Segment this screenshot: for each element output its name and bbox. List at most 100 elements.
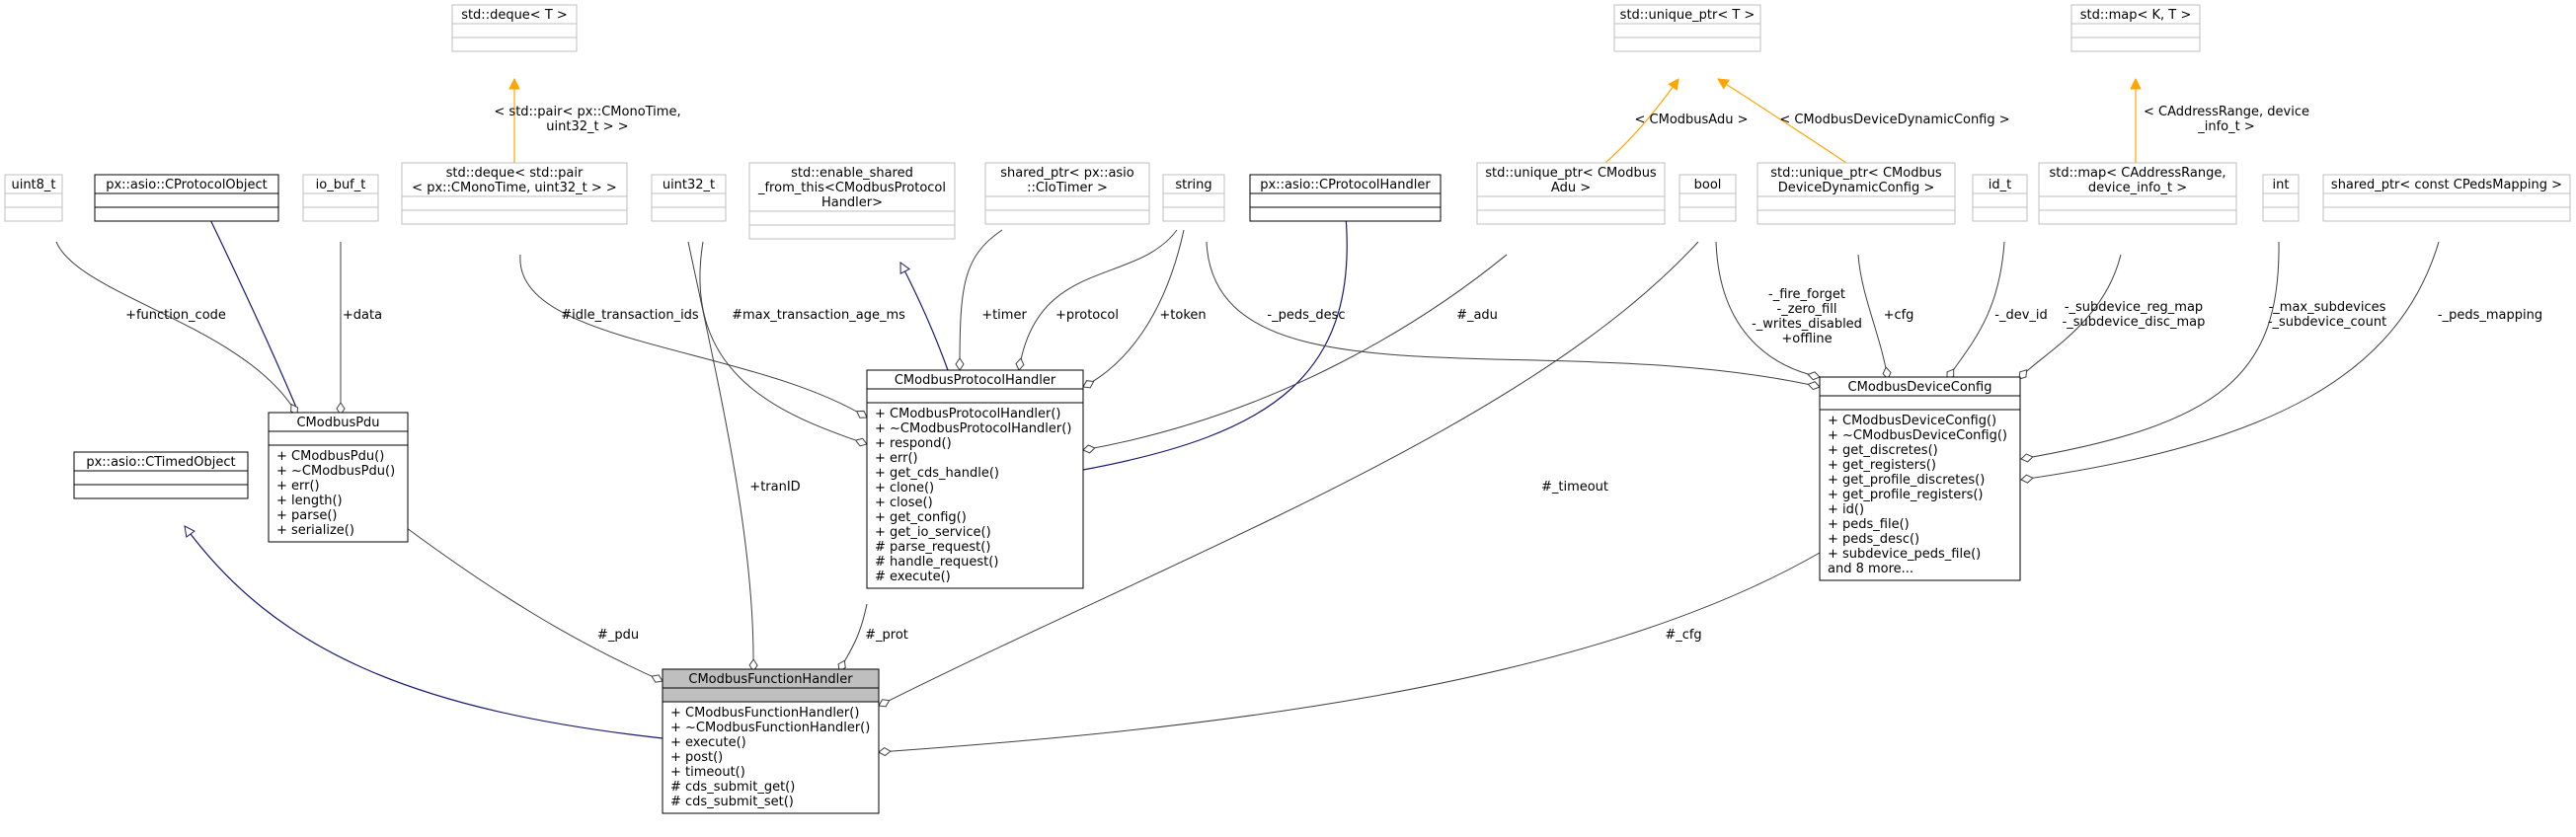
edge-assoc-timer <box>955 229 1003 371</box>
class-node-cmodbusprotocolhandler[interactable]: CModbusProtocolHandler+ CModbusProtocolH… <box>866 369 1084 589</box>
node-operations-box <box>94 206 279 222</box>
class-node-map-range[interactable]: std::map< CAddressRange,device_info_t > <box>2038 162 2237 225</box>
edge-template-unique-cfg <box>1718 79 1847 164</box>
node-operations-box <box>4 206 63 222</box>
class-node-cmodbusdeviceconfig[interactable]: CModbusDeviceConfig+ CModbusDeviceConfig… <box>1819 376 2021 581</box>
edge-assoc-max-subdevices <box>2020 241 2280 463</box>
label-bool-fields: -_fire_forget-_zero_fill-_writes_disable… <box>1752 287 1862 346</box>
node-operations-box <box>2038 209 2237 225</box>
node-attributes-box <box>268 430 409 446</box>
label-pdu: #_pdu <box>597 628 639 643</box>
node-operations-box <box>1678 206 1737 222</box>
node-attributes-box <box>302 192 379 208</box>
edge-assoc-cfg2 <box>878 552 1821 757</box>
node-title: bool <box>1694 178 1722 192</box>
node-attributes-box <box>651 192 727 208</box>
node-operations-box <box>866 402 1084 589</box>
label-peds-desc: -_peds_desc <box>1267 308 1345 323</box>
label-prot: #_prot <box>865 628 908 643</box>
node-title: px::asio::CTimedObject <box>86 455 235 470</box>
class-node-uint8-t[interactable]: uint8_t <box>4 174 63 222</box>
class-node-enable-shared[interactable]: std::enable_shared_from_this<CModbusProt… <box>748 162 956 240</box>
node-title: int <box>2273 178 2290 192</box>
class-node-std-map-kt[interactable]: std::map< K, T > <box>2070 4 2201 52</box>
label-dev-id: -_dev_id <box>1994 308 2048 323</box>
node-title: std::deque< T > <box>461 8 568 23</box>
node-operations-box <box>1613 37 1761 52</box>
node-operations-box <box>1756 209 1956 225</box>
edge-assoc-peds-mapping <box>2020 241 2440 484</box>
node-attributes-box <box>2038 195 2237 211</box>
node-operations-box <box>984 209 1150 225</box>
node-attributes-box <box>401 195 628 211</box>
node-operations-box <box>302 206 379 222</box>
node-attributes-box <box>1756 195 1956 211</box>
node-title-box <box>1756 162 1956 197</box>
edge-assoc-peds-desc <box>1206 241 1821 391</box>
class-node-std-deque-t[interactable]: std::deque< T > <box>451 4 578 52</box>
node-attributes-box <box>451 23 578 38</box>
class-node-uint32-t[interactable]: uint32_t <box>651 174 727 222</box>
node-attributes-box <box>984 195 1150 211</box>
node-operations-box <box>73 484 249 499</box>
class-node-cmodbusfunctionhandler[interactable]: CModbusFunctionHandler+ CModbusFunctionH… <box>662 668 880 814</box>
class-node-int[interactable]: int <box>2262 174 2300 222</box>
node-title-box <box>401 162 628 197</box>
node-operations: + CModbusPdu()+ ~CModbusPdu()+ err()+ le… <box>276 449 395 538</box>
node-title: px::asio::CProtocolObject <box>106 178 268 192</box>
class-node-id-t[interactable]: id_t <box>1972 174 2028 222</box>
node-title: std::unique_ptr< T > <box>1620 8 1756 23</box>
label-adu: #_adu <box>1456 308 1498 323</box>
node-attributes-box <box>1678 192 1737 208</box>
node-attributes-box <box>1972 192 2028 208</box>
class-node-io-buf-t[interactable]: io_buf_t <box>302 174 379 222</box>
node-attributes-box <box>4 192 63 208</box>
node-title-box <box>2038 162 2237 197</box>
node-title: io_buf_t <box>316 178 366 192</box>
node-attributes-box <box>2262 192 2300 208</box>
node-title: std::enable_shared_from_this<CModbusProt… <box>757 166 946 210</box>
edge-assoc-timeout <box>878 241 1699 708</box>
node-title: uint32_t <box>663 178 715 192</box>
class-node-px-ctimedobject[interactable]: px::asio::CTimedObject <box>73 451 249 499</box>
class-node-std-unique-ptr-t[interactable]: std::unique_ptr< T > <box>1613 4 1761 52</box>
node-title: uint8_t <box>11 178 55 192</box>
class-node-cmodbuspdu[interactable]: CModbusPdu+ CModbusPdu()+ ~CModbusPdu()+… <box>268 412 409 543</box>
node-attributes-box <box>1819 395 2021 411</box>
label-deque-template: < std::pair< px::CMonoTime,uint32_t > > <box>494 105 680 134</box>
class-node-px-cprotocolobject[interactable]: px::asio::CProtocolObject <box>94 174 279 222</box>
node-operations-box <box>748 224 956 240</box>
edge-assoc-max-age <box>699 241 868 447</box>
node-attributes-box <box>1476 195 1666 211</box>
node-operations-box <box>1162 206 1225 222</box>
label-cfg2: #_cfg <box>1665 628 1701 643</box>
edge-inherit-enable-shared <box>899 263 949 371</box>
label-token: +token <box>1159 308 1206 323</box>
class-node-string[interactable]: string <box>1162 174 1225 222</box>
node-attributes-box <box>1162 192 1225 208</box>
node-title: id_t <box>1989 178 2011 192</box>
node-operations-box <box>662 701 880 814</box>
edge-assoc-token <box>1082 229 1185 389</box>
node-attributes-box <box>2322 192 2571 208</box>
label-protocol: +protocol <box>1055 308 1119 323</box>
class-node-px-cprotocolhandler[interactable]: px::asio::CProtocolHandler <box>1249 174 1442 222</box>
class-node-shared-ptr-peds[interactable]: shared_ptr< const CPedsMapping > <box>2322 174 2571 222</box>
node-operations: + CModbusProtocolHandler()+ ~CModbusProt… <box>875 407 1071 584</box>
node-attributes-box <box>2070 23 2201 38</box>
node-attributes-box <box>1249 192 1442 208</box>
node-title: CModbusDeviceConfig <box>1848 380 1992 395</box>
node-operations-box <box>651 206 727 222</box>
class-node-bool[interactable]: bool <box>1678 174 1737 222</box>
node-title: std::deque< std::pair< px::CMonoTime, ui… <box>412 166 617 195</box>
edge-inherit-protocol-object <box>203 205 298 411</box>
edge-template-unique-adu <box>1604 79 1678 164</box>
edge-assoc-adu <box>1082 254 1508 454</box>
node-operations-box <box>451 37 578 52</box>
class-node-std-deque-pair[interactable]: std::deque< std::pair< px::CMonoTime, ui… <box>401 162 628 225</box>
class-node-shared-ptr-timer[interactable]: shared_ptr< px::asio::CIoTimer > <box>984 162 1150 225</box>
